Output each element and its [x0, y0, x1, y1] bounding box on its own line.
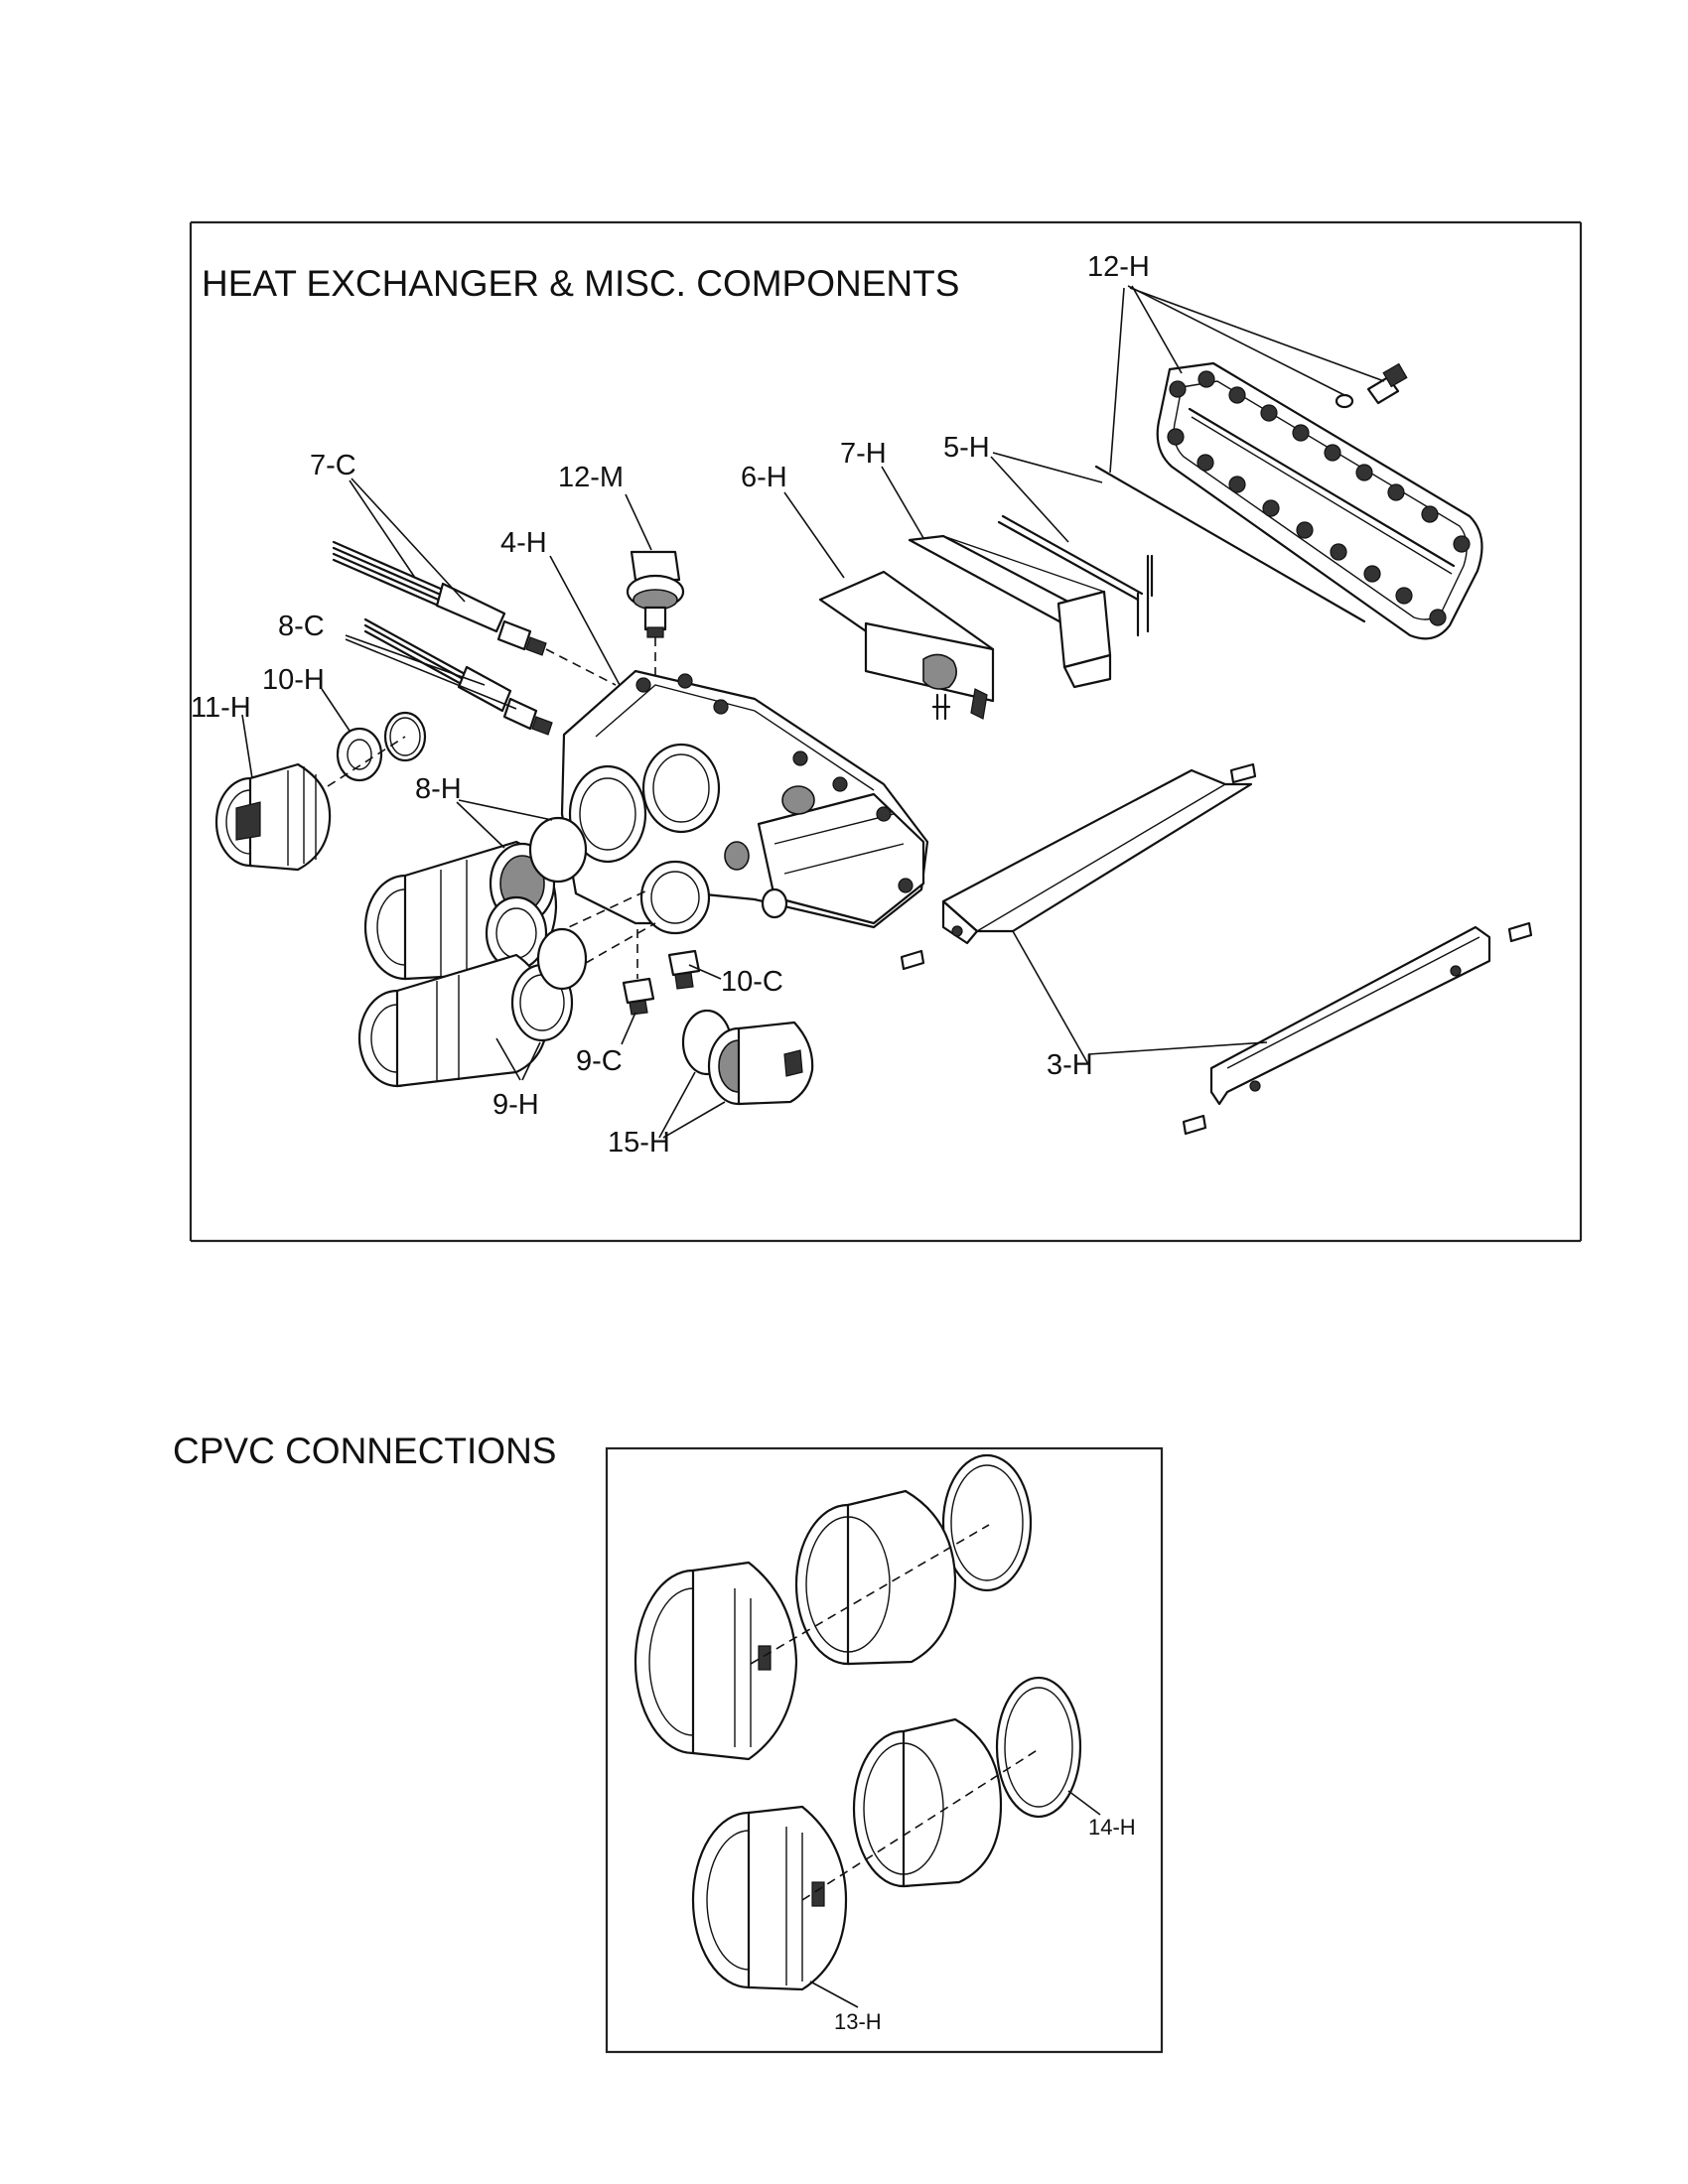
- part-10C-sensor: [667, 949, 701, 990]
- leader-13H: [809, 1980, 859, 2008]
- label-9H: 9-H: [492, 1089, 539, 1121]
- leader-12H-c: [1109, 287, 1125, 474]
- axis-cpvc-lower: [801, 1748, 1040, 1901]
- leader-7C-a: [351, 478, 466, 603]
- section-title-cpvc: CPVC CONNECTIONS: [173, 1431, 556, 1471]
- cpvc-sleeve-lower: [852, 1717, 1003, 1888]
- leader-9C: [621, 1012, 636, 1045]
- leader-8H-a: [456, 801, 505, 849]
- part-12H-cover-plate: [1094, 361, 1483, 640]
- part-12M-switch: [626, 550, 685, 638]
- axis-cpvc-upper: [750, 1524, 990, 1665]
- label-11H: 11-H: [191, 692, 251, 724]
- label-8H: 8-H: [415, 773, 462, 805]
- part-3H-bracket-lower: [1182, 921, 1533, 1136]
- leader-7H: [881, 466, 924, 539]
- part-14H-oring-upper: [941, 1453, 1033, 1592]
- label-12H: 12-H: [1087, 251, 1150, 283]
- label-5H: 5-H: [943, 432, 990, 464]
- label-4H: 4-H: [500, 527, 547, 559]
- part-5H-rod: [997, 514, 1154, 637]
- label-3H: 3-H: [1047, 1049, 1093, 1081]
- leader-12M: [625, 493, 652, 551]
- leader-14H: [1067, 1790, 1101, 1816]
- part-14H-oring-lower: [995, 1676, 1082, 1819]
- part-15H-fitting: [681, 1009, 814, 1106]
- part-6H-flap: [818, 570, 995, 721]
- leader-9H-b: [521, 1041, 541, 1081]
- part-7C-sensor: [332, 540, 547, 656]
- leader-12H-d: [1129, 287, 1385, 382]
- label-15H: 15-H: [608, 1127, 670, 1159]
- section-title-heat-exchanger: HEAT EXCHANGER & MISC. COMPONENTS: [202, 263, 959, 304]
- leader-10H: [321, 688, 351, 732]
- cpvc-sleeve-upper: [794, 1489, 957, 1666]
- label-10H: 10-H: [262, 664, 325, 696]
- axis-9H: [585, 922, 656, 964]
- part-10H-washer: [336, 711, 427, 782]
- label-8C: 8-C: [278, 611, 325, 642]
- axis-8H: [555, 888, 650, 934]
- leader-12H-a: [1127, 285, 1345, 396]
- leader-7C-b: [349, 479, 416, 579]
- label-10C: 10-C: [721, 966, 783, 998]
- label-14H: 14-H: [1088, 1815, 1136, 1840]
- axis-10H: [327, 736, 406, 787]
- leader-15H-a: [658, 1071, 696, 1139]
- leader-4H: [549, 555, 621, 686]
- axis-7C: [545, 648, 617, 686]
- leader-6H: [783, 491, 845, 579]
- leader-15H-b: [662, 1101, 726, 1139]
- cpvc-panel: [605, 1446, 1164, 2054]
- label-7H: 7-H: [840, 438, 887, 470]
- label-13H: 13-H: [834, 2009, 882, 2034]
- part-9H-fitting: [357, 927, 588, 1088]
- leader-8C-a: [345, 634, 486, 686]
- part-13H-nut-lower: [691, 1805, 848, 1991]
- leader-11H: [241, 714, 253, 779]
- leader-5H-b: [992, 452, 1103, 483]
- leader-3H-a: [1012, 930, 1089, 1065]
- label-6H: 6-H: [741, 462, 787, 493]
- leader-3H-b: [1087, 1041, 1268, 1055]
- leader-10C: [688, 964, 722, 980]
- leader-9H-a: [495, 1037, 521, 1081]
- heat-exchanger-panel: [189, 220, 1583, 1243]
- part-7H-baffle: [908, 534, 1112, 689]
- leader-12H-b: [1131, 285, 1183, 374]
- leader-5H-a: [990, 456, 1069, 543]
- part-13H-nut-upper: [633, 1561, 798, 1761]
- part-4H-heat-exchanger: [560, 669, 929, 935]
- leader-8H-b: [458, 799, 553, 821]
- label-12M: 12-M: [558, 462, 624, 493]
- label-9C: 9-C: [576, 1045, 623, 1077]
- part-3H-bracket-upper: [900, 762, 1257, 971]
- label-7C: 7-C: [310, 450, 356, 481]
- part-9C-sensor: [622, 977, 655, 1016]
- leader-8C-b: [345, 638, 517, 710]
- part-12H-drain-plug: [1335, 362, 1408, 409]
- part-11H-fitting: [214, 762, 332, 872]
